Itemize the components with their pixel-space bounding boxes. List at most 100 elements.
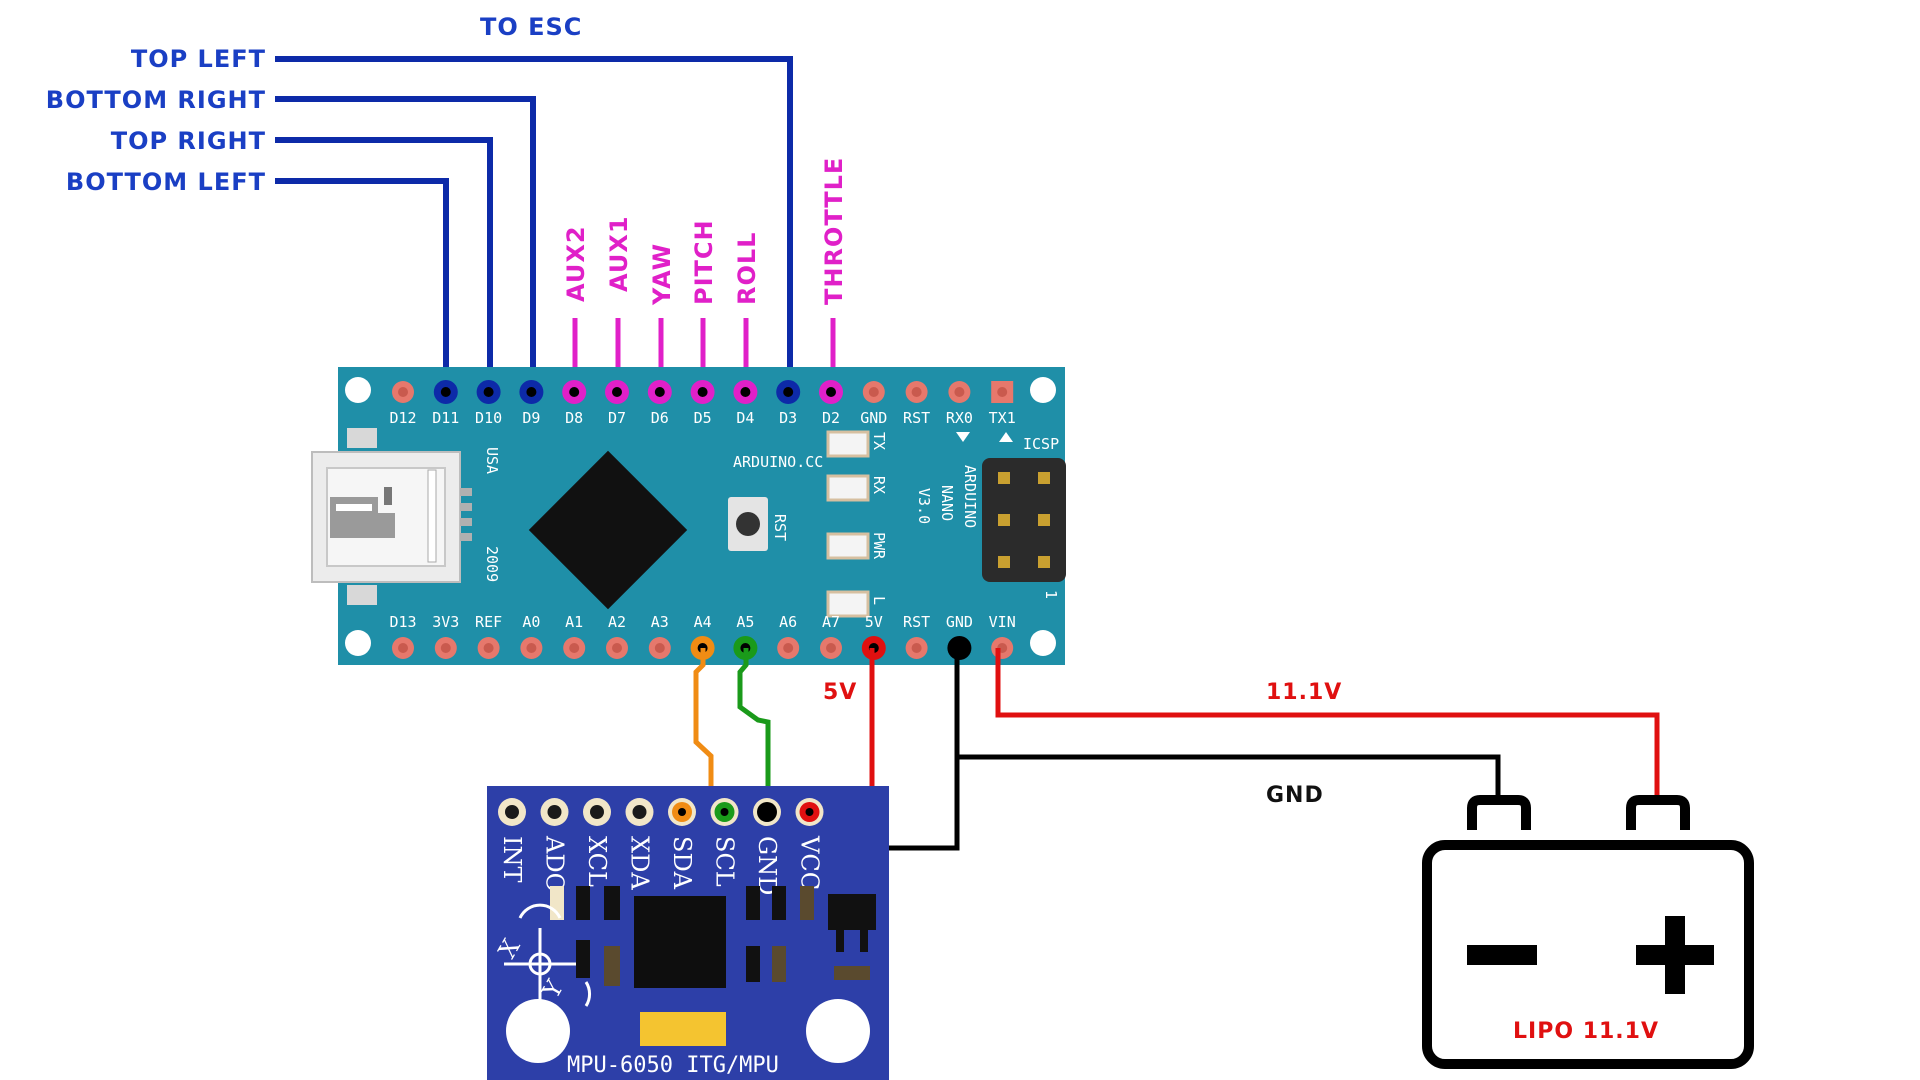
mpu-pin-label: VCC <box>796 835 824 890</box>
usa-text: USA <box>483 447 501 474</box>
throttle-label: THROTTLE <box>820 157 848 305</box>
mcu-chip <box>528 450 688 610</box>
nano-pin-label: D13 <box>389 613 416 631</box>
battery-negative-terminal <box>1467 795 1531 830</box>
pin-hole <box>868 387 879 397</box>
pin-hole <box>697 387 708 397</box>
pin-hole <box>547 805 562 819</box>
bottom-left-label: BOTTOM LEFT <box>66 168 266 196</box>
top-right-label: TOP RIGHT <box>111 127 266 155</box>
pin-hole <box>783 387 794 397</box>
nano-pin-label: D3 <box>779 409 797 427</box>
wire-gnd-battery <box>957 754 1501 800</box>
pin-hole <box>654 643 665 653</box>
pin-hole <box>911 387 922 397</box>
nano-pin-label: A1 <box>565 613 583 631</box>
wire-top-right <box>275 137 493 392</box>
pin-hole <box>440 387 451 397</box>
mpu-mount-hole <box>506 999 570 1063</box>
eleven-v-label: 11.1V <box>1266 680 1342 705</box>
nano-pin-label: D7 <box>608 409 626 427</box>
mpu-pin-label: SCL <box>711 836 739 887</box>
pin-hole <box>740 387 751 397</box>
nano-pin-label: GND <box>946 613 973 631</box>
nano-pin-label: D11 <box>432 409 459 427</box>
wire-bottom-left <box>275 178 449 392</box>
mpu-pin-label: ADO <box>541 835 569 892</box>
icsp-header <box>982 458 1066 582</box>
pin-hole <box>720 808 729 816</box>
led-l-label: L <box>870 596 888 605</box>
board-name-line1: ARDUINO <box>961 465 979 528</box>
nano-pin-label: RST <box>903 613 930 631</box>
nano-pin-label: A4 <box>694 613 712 631</box>
pin-hole <box>805 808 814 816</box>
pin-hole <box>483 643 494 653</box>
wire-scl <box>737 648 771 812</box>
mount-hole <box>345 630 371 656</box>
nano-pin-label: D8 <box>565 409 583 427</box>
bottom-right-label: BOTTOM RIGHT <box>46 86 266 114</box>
nano-pin-label: A5 <box>736 613 754 631</box>
pin-hole <box>997 387 1008 397</box>
led-pwr-label: PWR <box>870 532 888 560</box>
pin-hole <box>826 387 836 397</box>
mpu-pin-label: XDA <box>626 836 654 890</box>
nano-pin-label: D6 <box>651 409 669 427</box>
axis-indicator-icon <box>504 903 591 1007</box>
pin-hole <box>569 387 580 397</box>
aux2-label: AUX2 <box>562 225 590 302</box>
pin-hole <box>440 643 451 653</box>
pin-hole <box>483 387 494 397</box>
battery-plus-icon <box>1636 916 1714 994</box>
pin-hole <box>398 643 408 653</box>
battery-minus-icon <box>1467 945 1537 965</box>
tx-arrow-icon <box>999 432 1013 442</box>
nano-pin-label: A2 <box>608 613 626 631</box>
nano-pin-label: RX0 <box>946 409 973 427</box>
status-leds <box>826 430 870 618</box>
nano-pin-label: REF <box>475 613 502 631</box>
nano-pin-label: A7 <box>822 613 840 631</box>
to-esc-label: TO ESC <box>480 13 582 41</box>
mount-hole <box>345 377 371 403</box>
nano-pin-label: D12 <box>389 409 416 427</box>
board-name-line2: NANO <box>938 485 956 521</box>
icsp-pin1-label: 1 <box>1042 590 1060 599</box>
top-left-label: TOP LEFT <box>131 45 266 73</box>
nano-pin-label: D9 <box>522 409 540 427</box>
nano-pin-label: 3V3 <box>432 613 459 631</box>
wire-bottom-right <box>275 96 536 392</box>
pin-hole <box>826 643 836 653</box>
gnd-wire-label: GND <box>1266 783 1324 808</box>
arduino-nano: USA 2009 RST ARDUINO.CC TX RX PWR L ARDU… <box>311 367 1066 665</box>
pin-hole <box>678 808 686 816</box>
pin-hole <box>398 387 408 397</box>
nano-pin-label: D10 <box>475 409 502 427</box>
mount-hole <box>1030 377 1056 403</box>
led-rx-label: RX <box>870 476 888 494</box>
nano-pin-label: D4 <box>736 409 754 427</box>
five-v-label: 5V <box>823 680 857 705</box>
pitch-label: PITCH <box>690 219 718 305</box>
wire-sda <box>693 648 714 812</box>
pin-hole <box>526 387 537 397</box>
pin-hole <box>911 643 922 653</box>
usb-connector <box>311 428 472 605</box>
mpu-pin-label: GND <box>753 836 781 895</box>
nano-pin-label: RST <box>903 409 930 427</box>
pin-hole <box>632 805 647 819</box>
icsp-label: ICSP <box>1023 435 1059 453</box>
pin-hole <box>526 643 537 653</box>
mpu-pin-label: SDA <box>668 836 696 890</box>
battery-label: LIPO 11.1V <box>1513 1019 1659 1044</box>
brand-text: ARDUINO.CC <box>733 453 823 471</box>
nano-pin-label: D5 <box>694 409 712 427</box>
nano-pin-label: D2 <box>822 409 840 427</box>
mpu-title: MPU-6050 ITG/MPU <box>567 1053 779 1078</box>
rx-arrow-icon <box>956 432 970 442</box>
reset-button[interactable] <box>728 497 768 551</box>
